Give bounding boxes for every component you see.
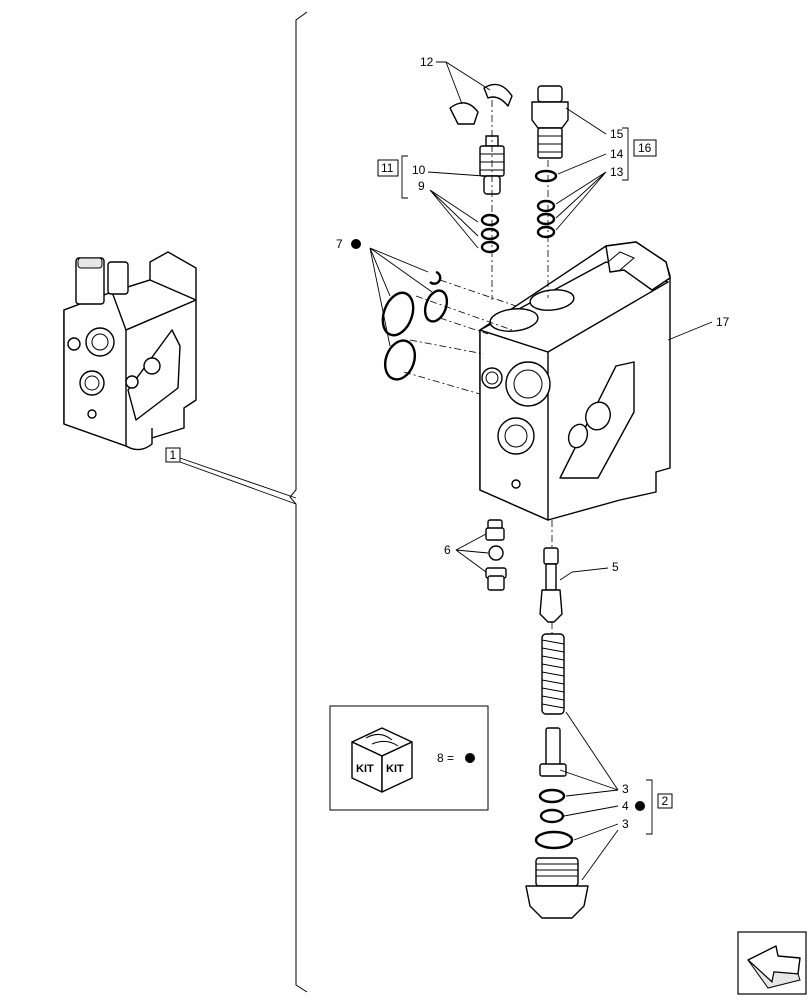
kit-marker-4	[635, 801, 645, 811]
callout-7: 7	[336, 237, 343, 251]
callout-15: 15	[610, 127, 624, 141]
bracket-11	[401, 155, 408, 199]
valve-body	[479, 241, 671, 521]
bracket-2	[646, 779, 653, 835]
o-ring-7-small	[429, 270, 442, 285]
leader-7	[369, 247, 433, 347]
guide-pin	[539, 727, 567, 777]
leader-9	[429, 189, 479, 249]
leader-15	[565, 107, 607, 135]
callout-14: 14	[610, 147, 624, 161]
leader-13	[555, 171, 607, 231]
callout-8: 8 =	[437, 751, 454, 765]
callout-box-16	[633, 139, 657, 157]
overview-valve-section	[63, 251, 197, 451]
callout-6: 6	[444, 543, 451, 557]
compression-spring	[541, 633, 565, 715]
o-ring-7b	[423, 289, 449, 323]
callout-17: 17	[716, 315, 730, 329]
protective-caps	[449, 83, 513, 125]
leader-5	[559, 567, 609, 581]
callout-box-11	[377, 159, 399, 177]
leader-14	[557, 153, 607, 175]
o-ring-3b	[534, 830, 574, 850]
o-ring-9c	[480, 240, 500, 254]
leader-17	[667, 321, 713, 341]
callout-12: 12	[420, 55, 434, 69]
callout-3a: 3	[622, 782, 629, 796]
bracket-16	[622, 127, 629, 181]
o-ring-13c	[536, 225, 556, 239]
plug-fitting	[531, 85, 569, 159]
callout-11: 11	[381, 161, 394, 175]
sealing-washer-14	[534, 169, 558, 183]
kit-label-left: KIT	[356, 763, 374, 775]
kit-box-icon	[351, 727, 413, 793]
next-page-arrow-icon[interactable]	[737, 931, 807, 995]
o-ring-9a	[480, 213, 500, 227]
callout-5: 5	[612, 560, 619, 574]
o-ring-9b	[480, 227, 500, 241]
callout-box-1	[165, 447, 181, 463]
o-ring-3a	[538, 788, 566, 804]
leader-12	[436, 61, 491, 105]
callout-16: 16	[638, 141, 652, 155]
leader-cap	[581, 829, 619, 881]
leader-3a	[559, 711, 619, 797]
leader-4	[563, 805, 619, 817]
projection-lines-7	[403, 279, 517, 395]
leader-3b	[573, 823, 619, 841]
cap-nut	[525, 857, 589, 919]
kit-marker-7	[351, 239, 361, 249]
kit-label-right: KIT	[386, 763, 404, 775]
o-ring-13b	[536, 212, 556, 226]
plug-and-ball-set	[485, 519, 507, 591]
callout-10: 10	[412, 163, 426, 177]
callout-9: 9	[418, 179, 425, 193]
leader-6	[455, 533, 489, 573]
callout-1: 1	[170, 448, 177, 462]
callout-3b: 3	[622, 817, 629, 831]
o-ring-7a	[381, 291, 415, 337]
callout-2: 2	[662, 794, 669, 808]
assembly-bracket	[289, 11, 308, 993]
callout-13: 13	[610, 165, 624, 179]
kit-marker-8	[465, 753, 475, 763]
spool-piston	[539, 547, 563, 623]
leader-1	[179, 457, 297, 505]
callout-4: 4	[622, 799, 629, 813]
o-ring-13a	[536, 199, 556, 213]
o-ring-4	[539, 808, 565, 824]
leader-10	[427, 171, 485, 177]
o-ring-7c	[383, 339, 417, 381]
callout-box-2	[657, 793, 673, 809]
